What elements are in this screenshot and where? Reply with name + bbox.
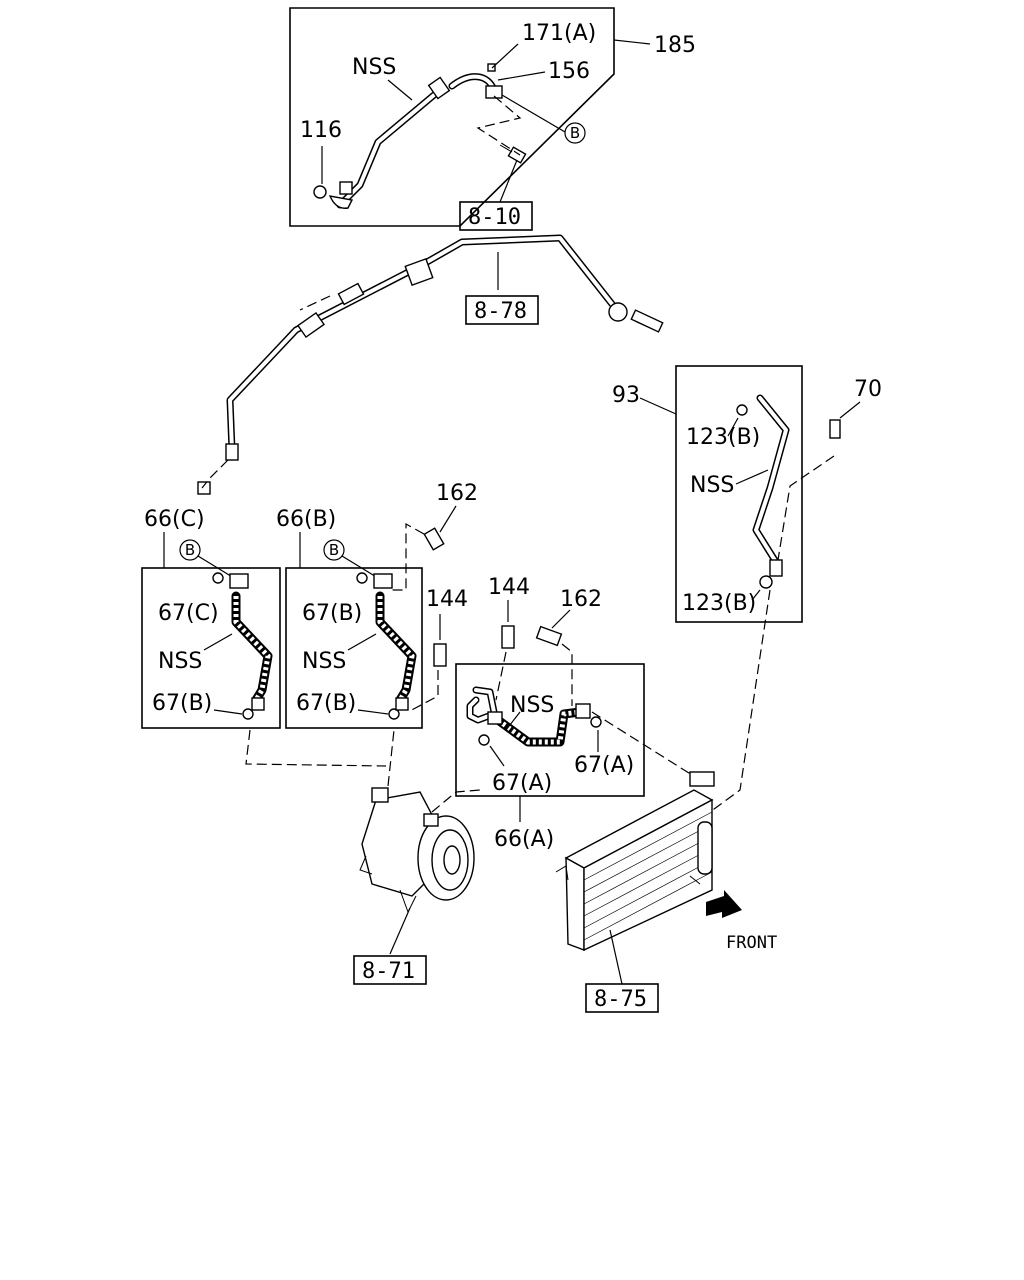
- group-66b: 66(B) B 67(B) NSS 67(B) 162 144: [276, 481, 478, 729]
- group-185-frame: [289, 7, 615, 227]
- label-67b-66b: 67(B): [296, 691, 356, 716]
- label-66b: 66(B): [276, 507, 336, 532]
- label-171a: 171(A): [522, 21, 596, 46]
- label-nss-185: NSS: [352, 55, 396, 80]
- label-b-185: B: [570, 124, 580, 142]
- ref-box-8-75: [585, 983, 659, 1013]
- label-67b-66c: 67(B): [152, 691, 212, 716]
- label-156: 156: [548, 59, 590, 84]
- circle-b-marker: [564, 122, 586, 144]
- group-66c: 66(C) B 67(C) NSS 67(B): [141, 507, 281, 729]
- group-66c-frame: [141, 567, 281, 729]
- label-67c: 67(C): [158, 601, 219, 626]
- label-123b-lower: 123(B): [682, 591, 756, 616]
- label-nss-66b: NSS: [302, 649, 346, 674]
- ref-8-71: 8-71: [362, 959, 415, 984]
- label-162-upper: 162: [436, 481, 478, 506]
- label-162-lower: 162: [560, 587, 602, 612]
- ref-box-8-10: [459, 201, 533, 231]
- label-93: 93: [612, 383, 640, 408]
- ref-box-8-71: [353, 955, 427, 985]
- label-67b-upper: 67(B): [302, 601, 362, 626]
- condenser-8-75: 8-75 FRONT: [555, 771, 777, 1013]
- ref-8-10: 8-10: [468, 205, 521, 230]
- label-116: 116: [300, 118, 342, 143]
- label-66a: 66(A): [494, 827, 554, 852]
- ref-box-8-78: [465, 295, 539, 325]
- group-66a: NSS 67(A) 67(A) 66(A) 144 162: [455, 575, 701, 852]
- label-b-66c: B: [185, 541, 195, 559]
- group-185: 171(A) 185 156 NSS 116 B 8-10: [289, 7, 696, 231]
- label-b-66b: B: [329, 541, 339, 559]
- ref-8-75: 8-75: [594, 987, 647, 1012]
- group-93: 93 70 123(B) NSS 123(B): [612, 365, 882, 813]
- long-pipe-8-78: 8-78: [197, 234, 664, 495]
- label-144-left: 144: [426, 587, 468, 612]
- label-front: FRONT: [726, 933, 777, 953]
- label-67a-left: 67(A): [492, 771, 552, 796]
- label-nss-66c: NSS: [158, 649, 202, 674]
- label-144-right: 144: [488, 575, 530, 600]
- label-nss-66a: NSS: [510, 693, 554, 718]
- group-66a-frame: [455, 663, 645, 797]
- ref-8-78: 8-78: [474, 299, 527, 324]
- label-70: 70: [854, 377, 882, 402]
- label-185: 185: [654, 33, 696, 58]
- label-66c: 66(C): [144, 507, 205, 532]
- compressor-8-71: 8-71: [245, 729, 481, 985]
- label-123b-upper: 123(B): [686, 425, 760, 450]
- group-66b-frame: [285, 567, 423, 729]
- front-arrow-icon: [706, 890, 742, 918]
- group-93-frame: [675, 365, 803, 623]
- label-67a-right: 67(A): [574, 753, 634, 778]
- label-nss-93: NSS: [690, 473, 734, 498]
